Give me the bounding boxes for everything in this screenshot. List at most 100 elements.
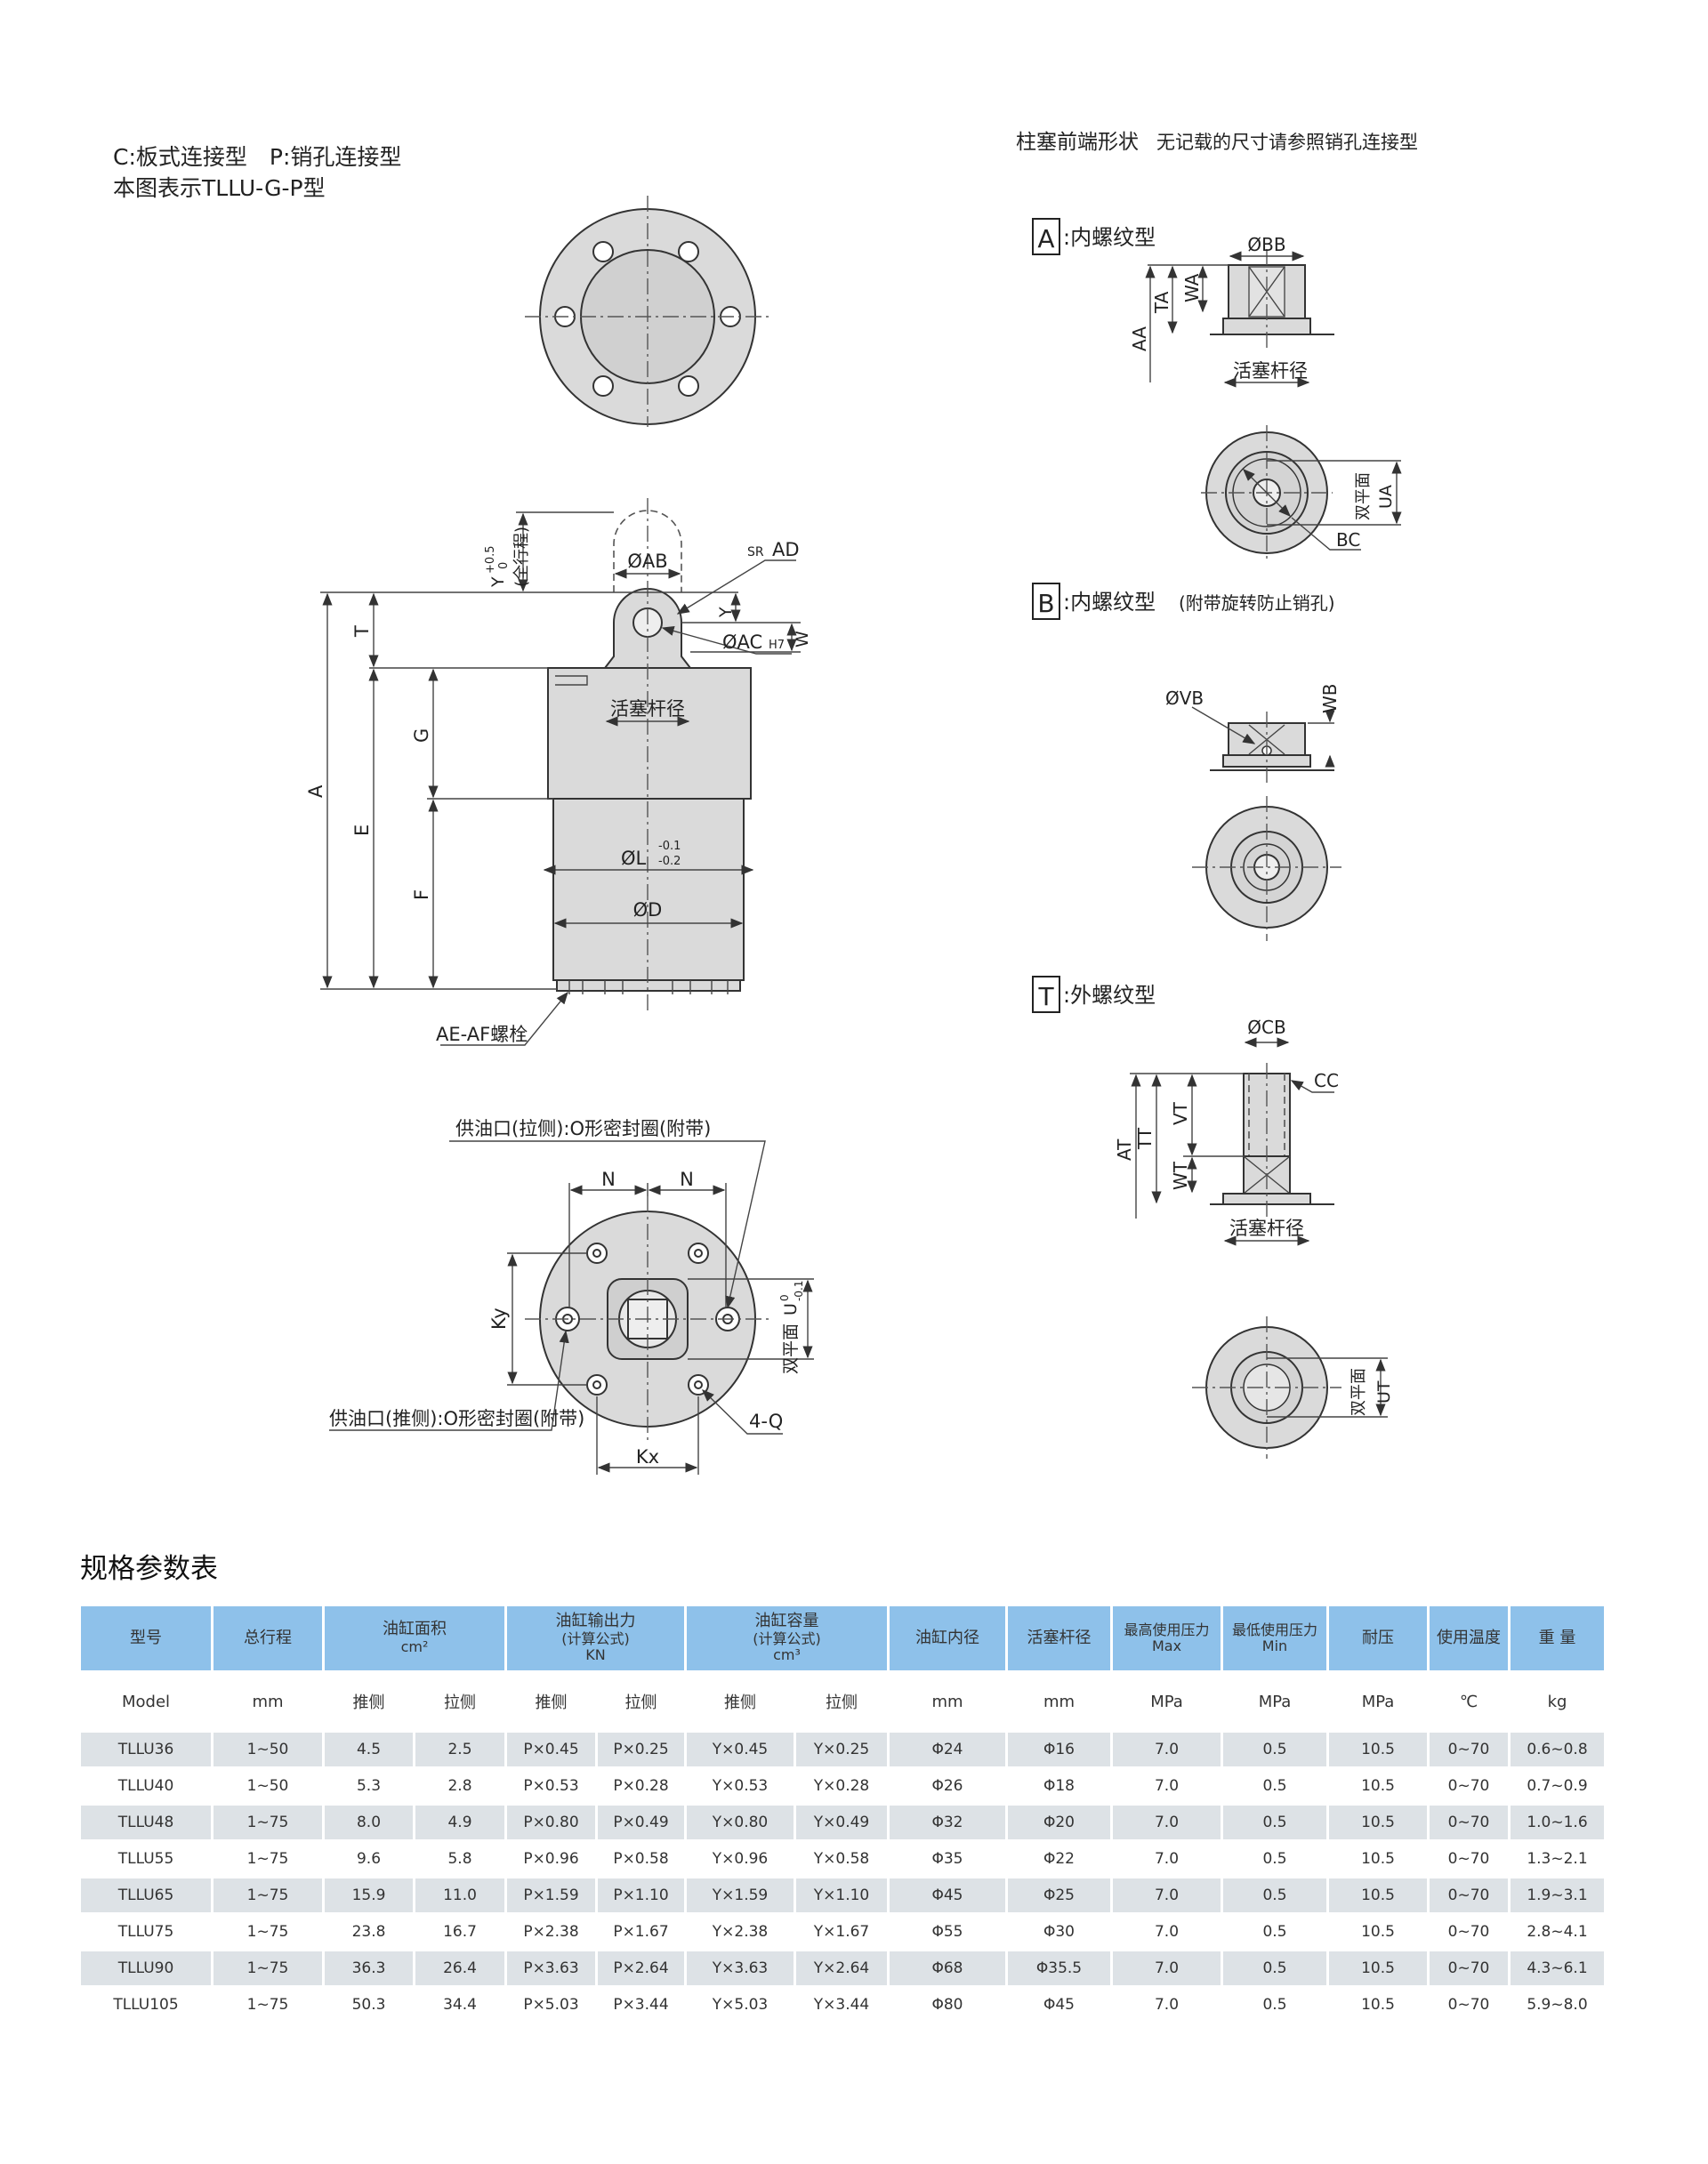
dim-at: AT: [1114, 1138, 1135, 1161]
dim-cb: ØCB: [1247, 1017, 1285, 1038]
table-cell: Y×0.28: [794, 1766, 890, 1806]
dim-w: W: [793, 631, 812, 648]
table-cell: 1.3~2.1: [1508, 1839, 1607, 1878]
plunger-end-title: 柱塞前端形状: [1016, 131, 1139, 154]
unit-cell: mm: [887, 1670, 1008, 1733]
table-cell: P×0.28: [595, 1766, 687, 1806]
model-cell: TLLU48: [78, 1803, 214, 1842]
table-cell: 10.5: [1326, 1912, 1430, 1951]
table-cell: 10.5: [1326, 1839, 1430, 1878]
bottom-view: 供油口(拉侧):O形密封圈(附带) 供油口(推侧):O形密封圈(附带) N N …: [329, 1118, 814, 1475]
dim-y: Y: [716, 607, 736, 618]
table-cell: Φ45: [1005, 1985, 1113, 2024]
dim-d: ØD: [633, 899, 663, 921]
table-cell: 2.8~4.1: [1508, 1912, 1607, 1951]
header-min-label: Min: [1261, 1637, 1288, 1654]
dim-y-stroke: Y: [488, 576, 508, 588]
table-cell: 11.0: [413, 1876, 507, 1915]
port-pull-label: 供油口(拉侧):O形密封圈(附带): [455, 1118, 711, 1139]
dim-ac-tol: H7: [769, 639, 785, 652]
dim-u-tol-lower: -0.1: [793, 1281, 805, 1301]
table-cell: 0.6~0.8: [1508, 1730, 1607, 1769]
unit-cell: 拉侧: [595, 1670, 687, 1733]
dim-y-stroke-tol-upper: +0.5: [484, 545, 497, 574]
type-t-flats: 双平面: [1349, 1368, 1368, 1416]
unit-cell: mm: [1005, 1670, 1113, 1733]
table-cell: 4.5: [322, 1730, 415, 1769]
table-cell: 10.5: [1326, 1803, 1430, 1842]
unit-cell: 拉侧: [794, 1670, 890, 1733]
table-cell: Y×0.58: [794, 1839, 890, 1878]
dim-ut: UT: [1374, 1380, 1394, 1404]
unit-cell: kg: [1508, 1670, 1607, 1733]
table-cell: 50.3: [322, 1985, 415, 2024]
dim-e: E: [351, 825, 373, 836]
table-cell: 7.0: [1110, 1912, 1223, 1951]
shown-model-note: 本图表示TLLU-G-P型: [113, 175, 326, 201]
table-cell: 0~70: [1427, 1766, 1511, 1806]
table-cell: 0.5: [1221, 1803, 1329, 1842]
table-cell: Φ45: [887, 1876, 1008, 1915]
dim-t: T: [351, 625, 373, 638]
main-side-view: A T E G F Y +0.5 0 (全行程) ØAB SR AD Y ØAC…: [305, 498, 812, 1046]
technical-drawing: C:板式连接型 P:销孔连接型 本图表示TLLU-G-P型: [113, 131, 1418, 1475]
table-cell: 4.9: [413, 1803, 507, 1842]
table-cell: 34.4: [413, 1985, 507, 2024]
table-cell: 0~70: [1427, 1985, 1511, 2024]
table-cell: 0~70: [1427, 1730, 1511, 1769]
table-cell: Φ20: [1005, 1803, 1113, 1842]
header-volume-formula: (计算公式): [753, 1629, 821, 1647]
dim-kx: Kx: [636, 1446, 659, 1468]
table-cell: 8.0: [322, 1803, 415, 1842]
table-cell: P×3.63: [504, 1949, 598, 1988]
table-cell: 4.3~6.1: [1508, 1949, 1607, 1988]
table-cell: P×0.49: [595, 1803, 687, 1842]
type-a-rod-dia: 活塞杆径: [1233, 360, 1308, 382]
unit-cell: 推侧: [684, 1670, 796, 1733]
table-cell: P×5.03: [504, 1985, 598, 2024]
table-cell: 7.0: [1110, 1839, 1223, 1878]
header-bore: 油缸内径: [887, 1604, 1008, 1673]
table-cell: 1~75: [211, 1912, 325, 1951]
dim-tt: TT: [1134, 1127, 1156, 1150]
table-cell: Φ24: [887, 1730, 1008, 1769]
table-cell: Y×5.03: [684, 1985, 796, 2024]
dim-y-stroke-tol-lower: 0: [497, 562, 511, 569]
header-force-label: 油缸输出力: [555, 1612, 636, 1631]
type-a-section: A :内螺纹型 ØBB AA TA WA 活塞杆径 双平面 UA BC: [1032, 218, 1402, 560]
table-cell: 0.7~0.9: [1508, 1766, 1607, 1806]
table-cell: Y×1.10: [794, 1876, 890, 1915]
header-force-formula: (计算公式): [561, 1629, 630, 1647]
table-cell: P×0.58: [595, 1839, 687, 1878]
table-cell: 7.0: [1110, 1949, 1223, 1988]
header-area-unit: cm²: [400, 1638, 429, 1656]
table-cell: P×1.59: [504, 1876, 598, 1915]
header-temp: 使用温度: [1427, 1604, 1511, 1673]
header-volume-label: 油缸容量: [754, 1612, 819, 1631]
header-max-pressure-label: 最高使用压力: [1124, 1621, 1210, 1638]
dim-f: F: [411, 889, 432, 900]
model-cell: TLLU90: [78, 1949, 214, 1988]
header-volume-unit: cm³: [773, 1646, 801, 1664]
dim-n-right: N: [680, 1169, 694, 1190]
dim-u-tol-upper: 0: [778, 1294, 791, 1301]
table-cell: 1~75: [211, 1876, 325, 1915]
dim-wt: WT: [1170, 1161, 1191, 1190]
dim-cc: CC: [1314, 1070, 1339, 1091]
table-cell: Y×3.63: [684, 1949, 796, 1988]
table-cell: Y×0.49: [794, 1803, 890, 1842]
dim-4q: 4-Q: [749, 1411, 783, 1432]
table-cell: 0.5: [1221, 1985, 1329, 2024]
header-rod: 活塞杆径: [1005, 1604, 1113, 1673]
table-cell: 7.0: [1110, 1876, 1223, 1915]
type-t-rod-dia: 活塞杆径: [1229, 1218, 1304, 1239]
